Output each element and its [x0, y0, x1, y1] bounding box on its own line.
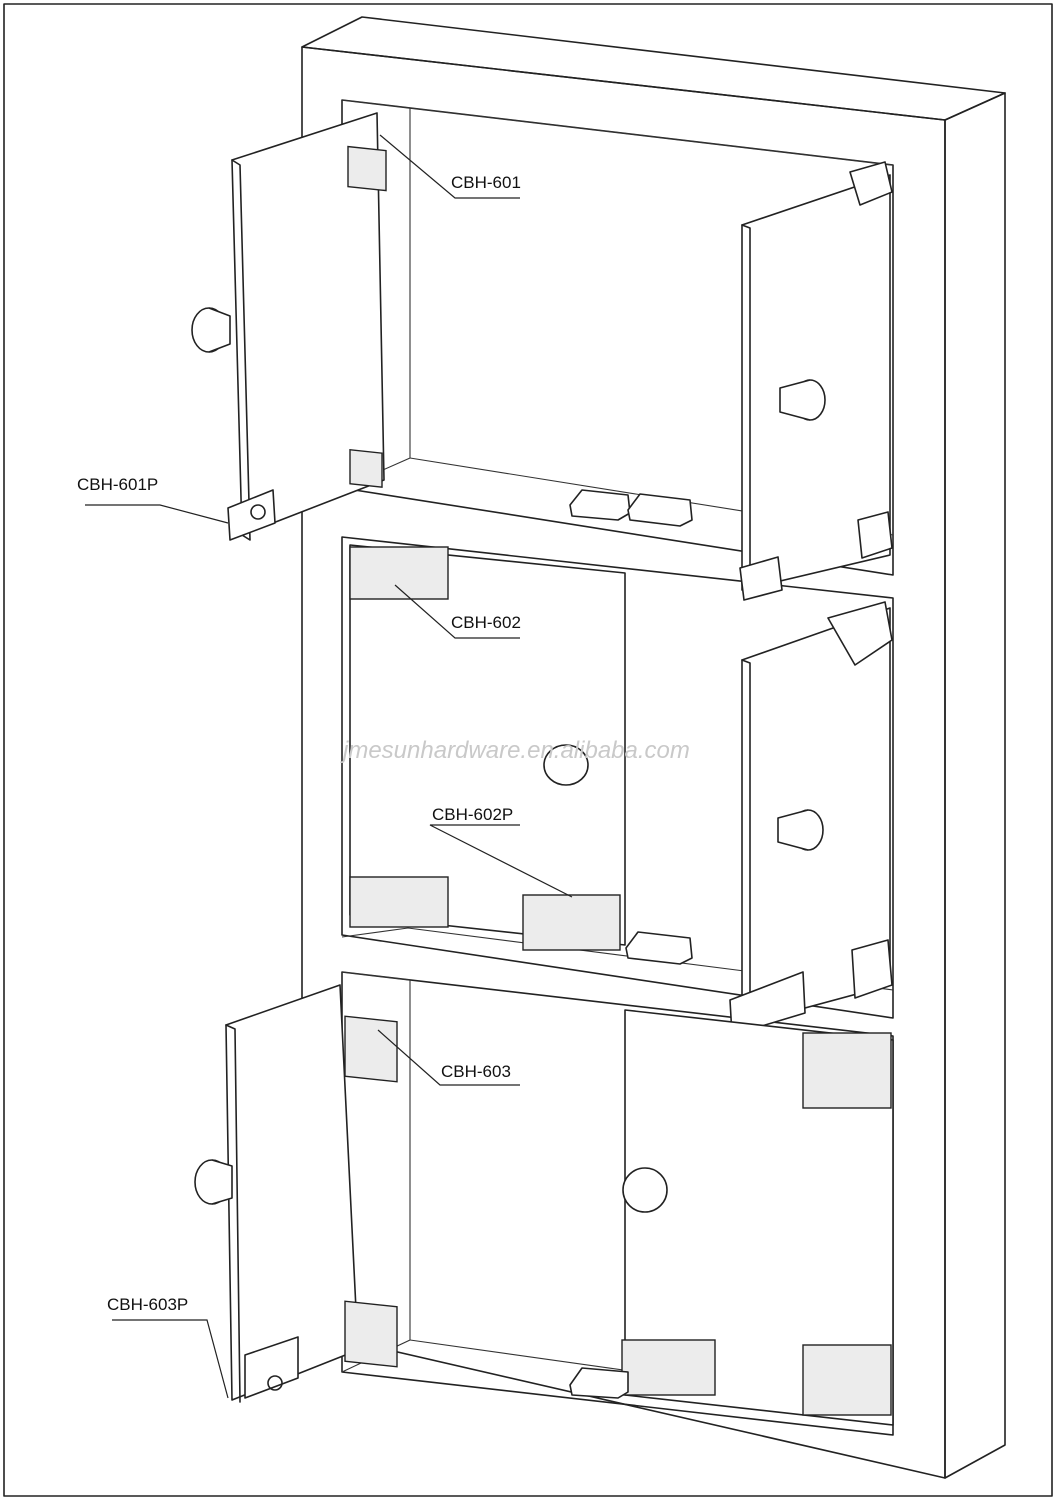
label-cbh602: CBH-602	[451, 613, 521, 632]
hinge-cbh603-bottom	[344, 1300, 398, 1368]
plate-cbh602p	[522, 894, 621, 951]
plate-cbh603p	[244, 1336, 299, 1399]
compartment-middle	[341, 536, 894, 1019]
hinge-inset-bottom	[802, 1344, 892, 1416]
label-cbh603p: CBH-603P	[107, 1295, 188, 1314]
plate-inset	[621, 1339, 716, 1396]
door-top-right	[739, 161, 893, 601]
leader-lines	[85, 134, 573, 1399]
label-cbh601: CBH-601	[451, 173, 521, 192]
watermark: jmesunhardware.en.alibaba.com	[340, 737, 690, 764]
hinge-cbh602-top	[349, 546, 449, 600]
door-middle-right	[729, 601, 893, 1036]
catches-middle	[625, 931, 693, 965]
page-border	[3, 3, 1053, 1497]
label-cbh602p: CBH-602P	[432, 805, 513, 824]
cabinet-carcass	[301, 16, 1006, 1479]
door-middle-left	[349, 544, 626, 951]
hinge-cbh603-top	[344, 1015, 398, 1083]
knob	[543, 744, 589, 786]
hinge-inset-top	[802, 1032, 892, 1109]
hinge-cbh601-bottom	[349, 449, 383, 488]
door-bottom-left	[194, 984, 398, 1403]
door-top-left	[191, 112, 387, 541]
hinge-cbh602-bottom	[349, 876, 449, 928]
hinge-cbh601-top	[347, 145, 387, 192]
label-cbh603: CBH-603	[441, 1062, 511, 1081]
door-bottom-right	[621, 1009, 894, 1426]
catches-bottom	[569, 1367, 629, 1399]
catches-top	[569, 489, 693, 527]
knob	[622, 1167, 668, 1213]
label-cbh601p: CBH-601P	[77, 475, 158, 494]
